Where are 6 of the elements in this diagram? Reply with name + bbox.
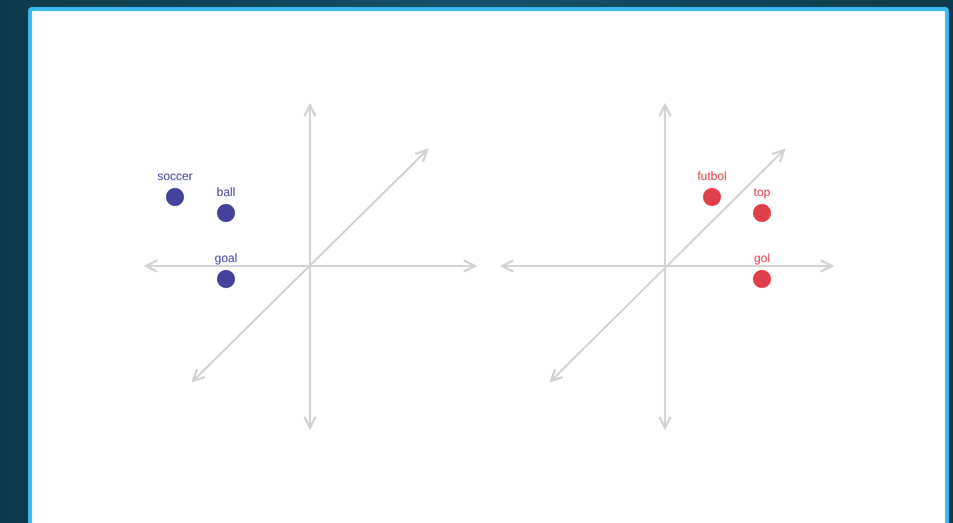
point-label: top [754,185,770,201]
point-label: soccer [157,169,193,185]
point-label: goal [214,251,238,267]
point-label: futbol [697,169,727,185]
point-label: ball [216,185,236,201]
point-label: gol [754,251,770,267]
